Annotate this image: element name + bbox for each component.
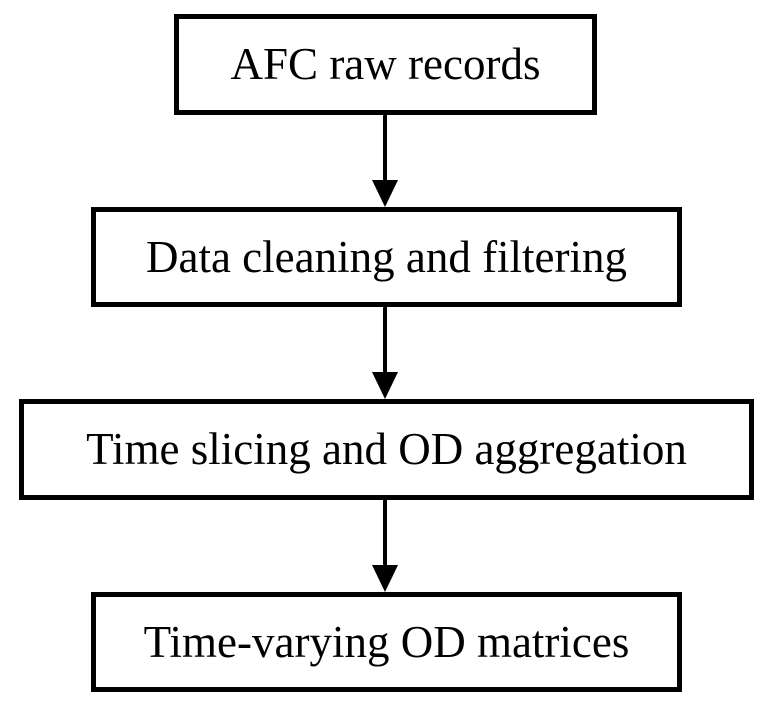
arrow-3-to-4: [372, 500, 398, 592]
step-data-cleaning: Data cleaning and filtering: [91, 207, 682, 307]
step-time-slicing: Time slicing and OD aggregation: [19, 399, 754, 500]
arrow-2-to-3: [372, 307, 398, 399]
step-od-matrices: Time-varying OD matrices: [91, 592, 682, 692]
arrow-1-to-2: [372, 115, 398, 207]
step-label: AFC raw records: [230, 39, 541, 89]
step-afc-raw-records: AFC raw records: [174, 14, 597, 115]
step-label: Time slicing and OD aggregation: [86, 424, 687, 474]
step-label: Data cleaning and filtering: [145, 231, 628, 282]
step-label: Time-varying OD matrices: [143, 616, 630, 667]
